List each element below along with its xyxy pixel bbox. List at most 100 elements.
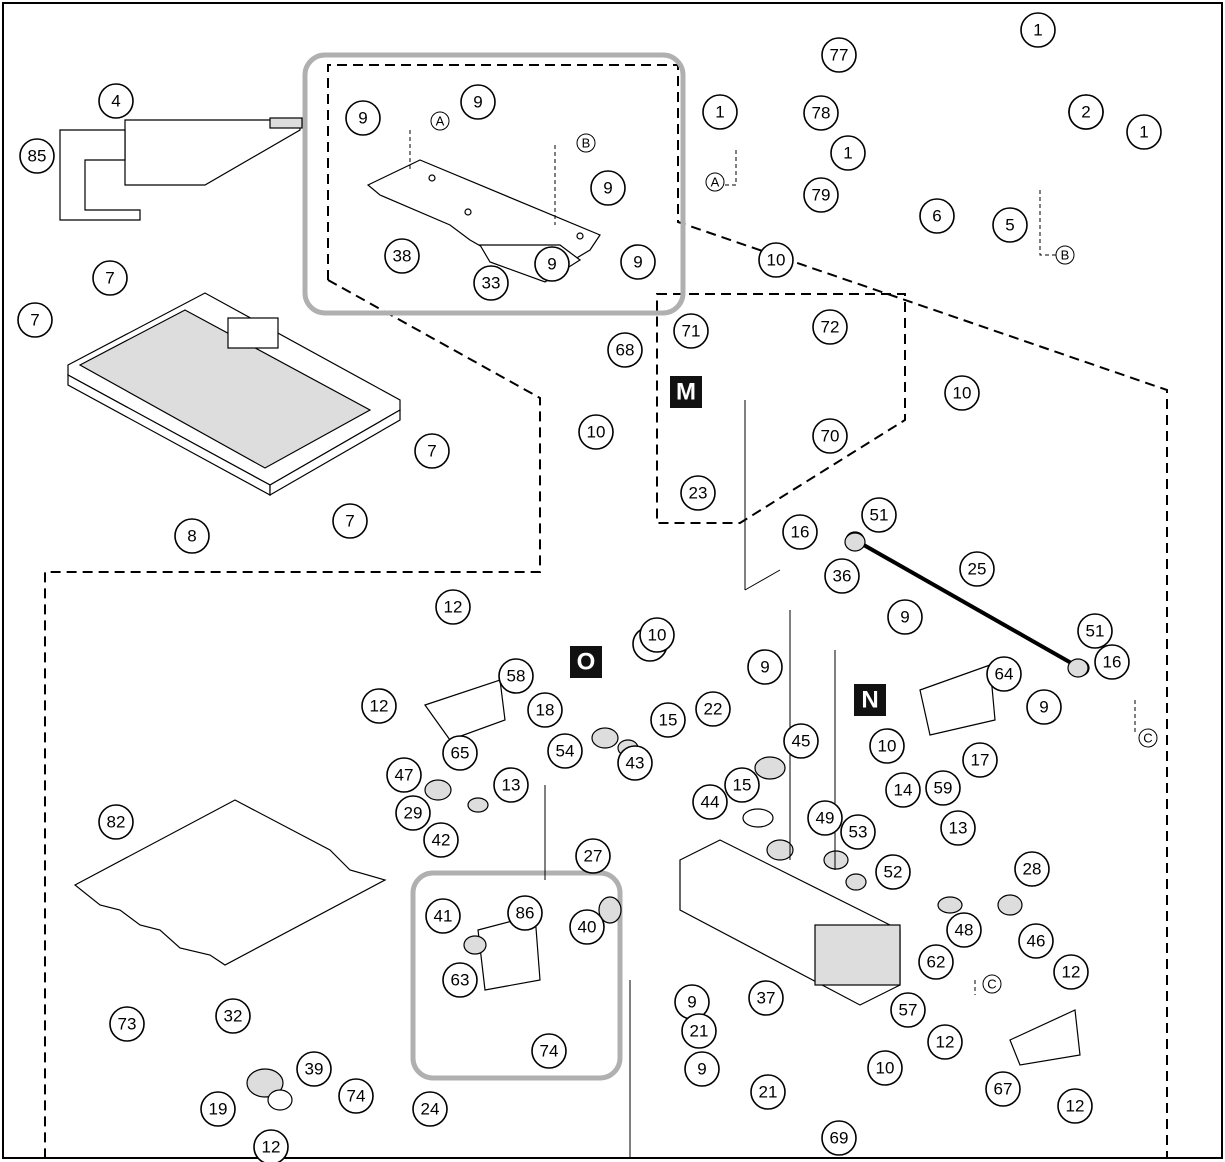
callout-10: 10 — [578, 414, 614, 450]
callout-9: 9 — [534, 246, 570, 282]
callout-6: 6 — [919, 198, 955, 234]
callout-circle — [92, 260, 128, 296]
callout-circle — [1068, 94, 1104, 130]
callout-48: 48 — [946, 912, 982, 948]
callout-circle — [861, 497, 897, 533]
callout-8: 8 — [174, 518, 210, 554]
callout-circle — [918, 944, 954, 980]
callout-circle — [639, 617, 675, 653]
callout-7: 7 — [332, 503, 368, 539]
callout-number: 71 — [682, 322, 701, 341]
reference-mark-C: C — [1138, 728, 1158, 748]
callout-number: 46 — [1027, 932, 1046, 951]
callout-82: 82 — [98, 804, 134, 840]
callout-36: 36 — [824, 558, 860, 594]
callout-number: 45 — [792, 732, 811, 751]
callout-circle — [1057, 1088, 1093, 1124]
callout-number: 25 — [968, 560, 987, 579]
callout-circle — [531, 1033, 567, 1069]
callout-circle — [17, 302, 53, 338]
section-label-text: M — [676, 379, 696, 406]
callout-1: 1 — [1126, 114, 1162, 150]
reference-mark-circle — [576, 133, 596, 153]
callout-circle — [578, 414, 614, 450]
callout-circle — [940, 810, 976, 846]
callout-circle — [473, 265, 509, 301]
callout-circle — [423, 822, 459, 858]
callout-69: 69 — [821, 1120, 857, 1156]
callout-number: 39 — [305, 1060, 324, 1079]
callout-circle — [442, 735, 478, 771]
callout-circle — [1126, 114, 1162, 150]
callout-circle — [527, 692, 563, 728]
callout-number: 74 — [347, 1087, 366, 1106]
callout-78: 78 — [803, 95, 839, 131]
section-layer: MON — [570, 376, 886, 716]
callout-circle — [296, 1051, 332, 1087]
reference-mark-circle — [430, 111, 450, 131]
callout-51: 51 — [861, 497, 897, 533]
callout-16: 16 — [1094, 644, 1130, 680]
callout-number: 13 — [949, 819, 968, 838]
section-label-O: O — [570, 646, 602, 678]
callout-number: 9 — [358, 109, 367, 128]
callout-number: 10 — [953, 384, 972, 403]
callout-number: 10 — [767, 251, 786, 270]
reference-mark-letter: A — [711, 175, 720, 190]
callout-circle — [927, 1024, 963, 1060]
callout-number: 86 — [516, 904, 535, 923]
callout-10: 10 — [944, 375, 980, 411]
reference-mark-C: C — [982, 974, 1002, 994]
callout-circle — [803, 177, 839, 213]
callout-number: 12 — [1066, 1097, 1085, 1116]
callout-circle — [1053, 954, 1089, 990]
reference-mark-A: A — [430, 111, 450, 131]
callout-circle — [19, 138, 55, 174]
shaft-25 — [845, 531, 1090, 677]
callout-number: 9 — [473, 93, 482, 112]
callout-circle — [1094, 644, 1130, 680]
callout-number: 5 — [1005, 216, 1014, 235]
callout-circle — [702, 94, 738, 130]
callout-number: 12 — [262, 1138, 281, 1157]
callout-number: 15 — [733, 776, 752, 795]
callout-circle — [695, 691, 731, 727]
callout-layer: 1111124567777899999999999101010101010121… — [17, 12, 1162, 1162]
group-boundaries — [44, 64, 1168, 1158]
callout-number: 7 — [30, 311, 39, 330]
callout-circle — [507, 895, 543, 931]
callout-circle — [830, 135, 866, 171]
callout-10: 10 — [867, 1050, 903, 1086]
callout-19: 19 — [200, 1091, 236, 1127]
callout-43: 43 — [617, 745, 653, 781]
callout-number: 7 — [345, 512, 354, 531]
callout-16: 16 — [782, 514, 818, 550]
callout-circle — [724, 767, 760, 803]
callout-number: 54 — [556, 742, 575, 761]
callout-number: 12 — [936, 1033, 955, 1052]
callout-68: 68 — [607, 332, 643, 368]
reference-mark-circle — [705, 172, 725, 192]
callout-number: 72 — [821, 318, 840, 337]
callout-number: 40 — [578, 918, 597, 937]
callout-number: 74 — [540, 1042, 559, 1061]
sheet-82 — [73, 799, 387, 966]
callout-7: 7 — [414, 433, 450, 469]
callout-15: 15 — [724, 767, 760, 803]
callout-9: 9 — [620, 244, 656, 280]
callout-79: 79 — [803, 177, 839, 213]
callout-14: 14 — [885, 772, 921, 808]
callout-number: 10 — [876, 1059, 895, 1078]
cover-unit — [67, 292, 401, 497]
callout-number: 77 — [830, 46, 849, 65]
callout-circle — [992, 207, 1028, 243]
callout-circle — [617, 745, 653, 781]
callout-number: 15 — [659, 711, 678, 730]
callout-77: 77 — [821, 37, 857, 73]
callout-number: 1 — [715, 103, 724, 122]
callout-circle — [824, 558, 860, 594]
reference-mark-B: B — [1055, 245, 1075, 265]
callout-62: 62 — [918, 944, 954, 980]
